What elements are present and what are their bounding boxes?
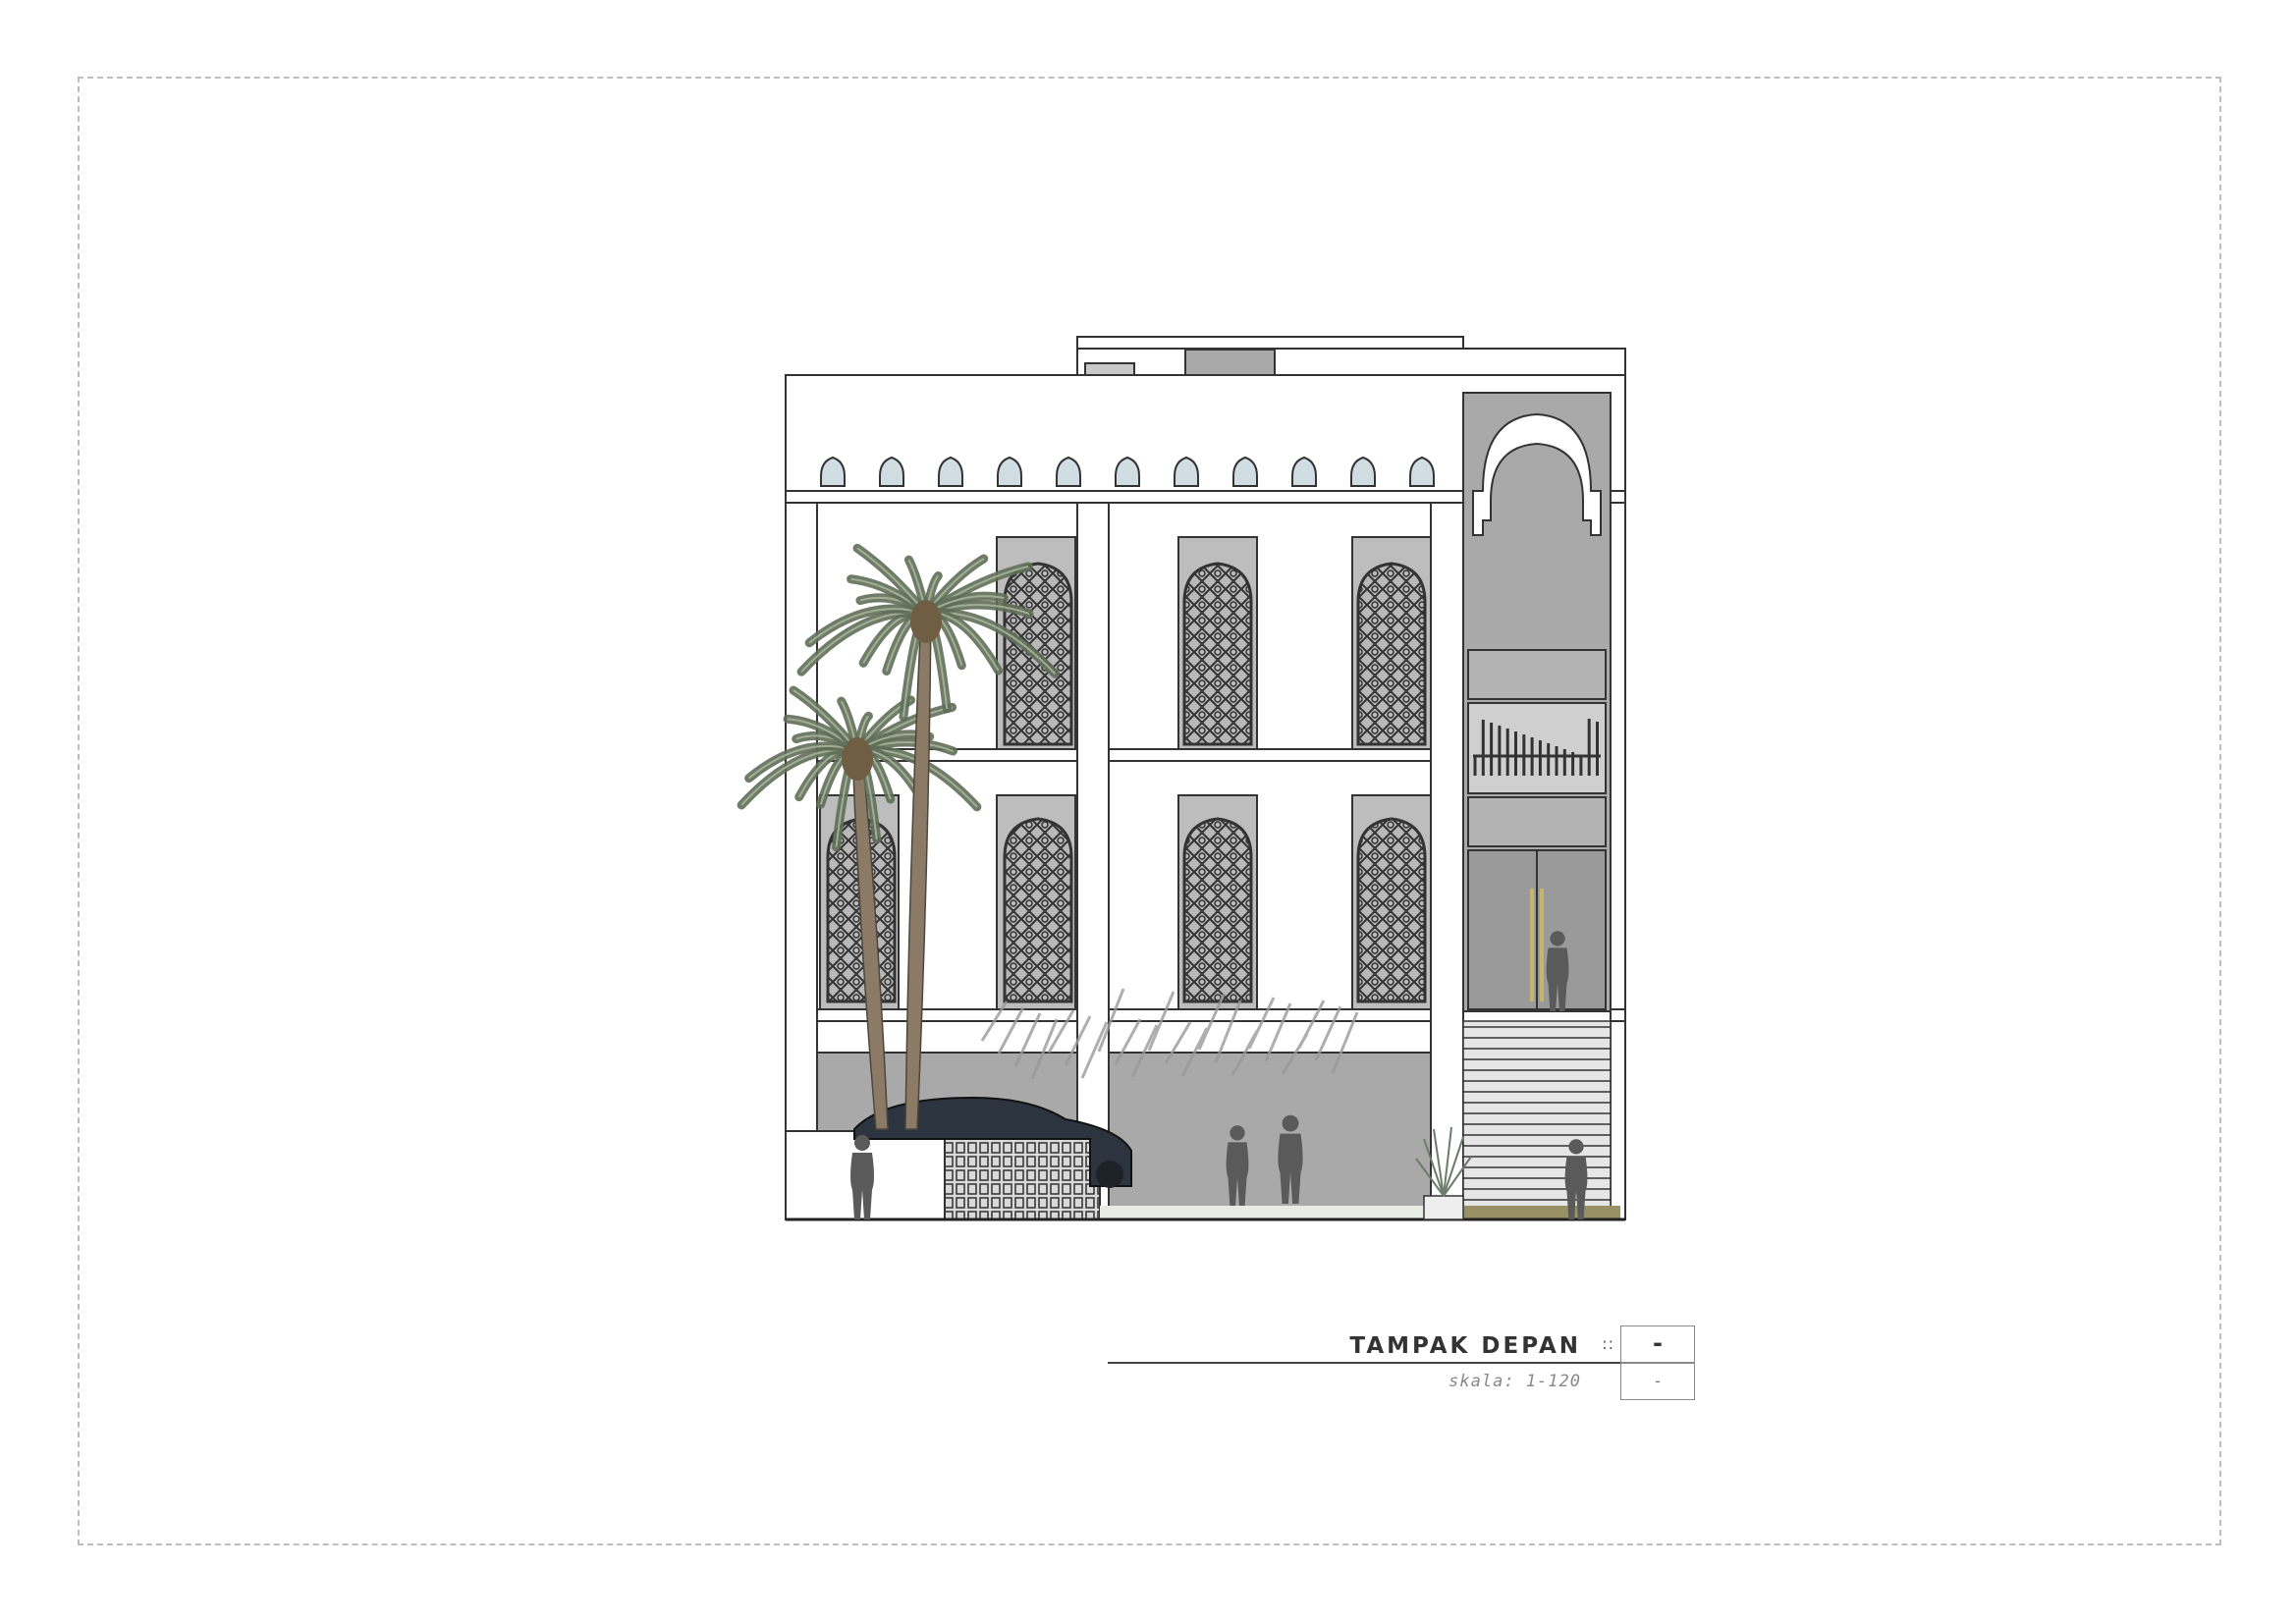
potted-plant-icon [1415, 1126, 1472, 1220]
vent-arch [1232, 456, 1258, 487]
drawing-title: TAMPAK DEPAN [1349, 1333, 1581, 1359]
vent-arch [820, 456, 846, 487]
calligraphy-screen [1473, 719, 1601, 776]
vent-arch [938, 456, 963, 487]
lattice-window [1182, 817, 1253, 1003]
palm-shadow [980, 988, 1359, 1080]
vent-arch [1291, 456, 1317, 487]
sheet-number-box: - [1620, 1325, 1695, 1363]
title-underline [1108, 1362, 1620, 1364]
lattice-window [1182, 562, 1253, 746]
sheet-border [78, 77, 2221, 1545]
drawing-scale: skala: 1-120 [1449, 1372, 1581, 1391]
sheet-sub-box: - [1620, 1363, 1695, 1400]
vent-arch [997, 456, 1022, 487]
vent-arch [1174, 456, 1199, 487]
title-separator: :: [1602, 1334, 1614, 1353]
vent-arch [1056, 456, 1081, 487]
roof-structure [1076, 336, 1626, 376]
ground-line [786, 1206, 1625, 1221]
vent-arch [1115, 456, 1140, 487]
vent-arch [1350, 456, 1376, 487]
entrance-stairs [1462, 1020, 1612, 1211]
entrance-tower [1462, 392, 1612, 1012]
vent-arch [879, 456, 904, 487]
car-icon [853, 1096, 1132, 1188]
lattice-window [1356, 817, 1427, 1003]
palm-tree-icon [737, 543, 1060, 1130]
lattice-window [1003, 817, 1073, 1003]
lattice-window [1356, 562, 1427, 746]
title-block: TAMPAK DEPAN :: skala: 1-120 - - [1108, 1325, 1697, 1404]
parapet-vents [820, 456, 1435, 487]
vent-arch [1409, 456, 1435, 487]
